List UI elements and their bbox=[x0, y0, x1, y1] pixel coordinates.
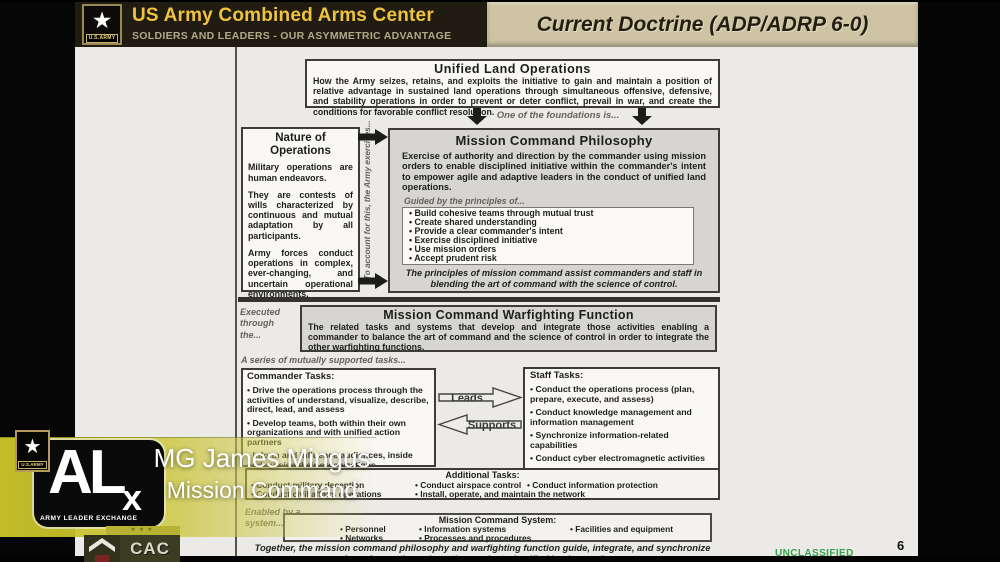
supports-label: Supports bbox=[468, 420, 516, 432]
ulo-title: Unified Land Operations bbox=[434, 62, 591, 76]
right-arrow-icon bbox=[358, 129, 388, 145]
nature-paragraph: Army forces conduct operations in comple… bbox=[248, 247, 353, 299]
nature-title: Nature of Operations bbox=[270, 132, 331, 157]
executed-label: Executed through the... bbox=[240, 307, 281, 340]
army-star-icon: ★ bbox=[91, 7, 113, 33]
mcs-item: Facilities and equipment bbox=[570, 524, 673, 534]
additional-tasks-title: Additional Tasks: bbox=[445, 470, 520, 480]
warfighting-function-box: Mission Command Warfighting Function The… bbox=[300, 305, 717, 352]
series-label: A series of mutually supported tasks... bbox=[241, 355, 406, 365]
top-letterbox bbox=[0, 0, 1000, 2]
nature-of-operations-box: Nature of Operations Military operations… bbox=[241, 127, 360, 299]
ulo-body: How the Army seizes, retains, and exploi… bbox=[313, 76, 712, 117]
bottom-letterbox bbox=[0, 556, 1000, 562]
wff-title: Mission Command Warfighting Function bbox=[383, 308, 634, 322]
army-star-icon: ★ bbox=[23, 436, 42, 458]
vertical-divider bbox=[235, 47, 237, 556]
staff-task-item: Synchronize information-related capabili… bbox=[530, 430, 713, 450]
philosophy-footer-bold: art of command with the science of contr… bbox=[487, 278, 678, 289]
cac-chevron-shield-icon bbox=[84, 535, 120, 562]
alx-x: x bbox=[122, 477, 143, 518]
principle-item: Use mission orders bbox=[409, 244, 693, 254]
mcs-title: Mission Command System: bbox=[438, 515, 557, 525]
section-separator bbox=[238, 297, 720, 302]
staff-task-item: Conduct knowledge management and informa… bbox=[530, 407, 713, 427]
additional-task-item: Install, operate, and maintain the netwo… bbox=[415, 489, 585, 499]
leads-label: Leads bbox=[451, 393, 483, 405]
nature-paragraph: Military operations are human endeavors. bbox=[248, 162, 353, 183]
leads-arrow: Leads bbox=[438, 387, 523, 408]
alx-subtitle: ARMY LEADER EXCHANGE bbox=[40, 515, 138, 522]
speaker-caption: MG James Mingus Mission Command bbox=[150, 444, 374, 504]
down-arrow-icon bbox=[467, 108, 487, 125]
slide: ★ U.S.ARMY US Army Combined Arms Center … bbox=[75, 2, 918, 562]
slide-title-banner: Current Doctrine (ADP/ADRP 6-0) bbox=[487, 2, 918, 47]
right-arrow-icon bbox=[358, 273, 388, 289]
alx-wordmark: AL bbox=[48, 438, 127, 507]
guided-label: Guided by the principles of... bbox=[404, 195, 525, 206]
alx-badge: AL x ARMY LEADER EXCHANGE bbox=[34, 440, 164, 527]
cac-stars: ★★★ bbox=[106, 526, 180, 535]
cac-logo-main: CAC bbox=[84, 535, 180, 562]
staff-tasks-title: Staff Tasks: bbox=[530, 370, 584, 381]
commander-task-item: Drive the operations process through the… bbox=[247, 385, 430, 415]
mcs-item: Networks bbox=[340, 533, 383, 543]
army-logo-label: U.S.ARMY bbox=[18, 461, 47, 469]
principle-item: Exercise disciplined initiative bbox=[409, 235, 693, 245]
org-title: US Army Combined Arms Center bbox=[132, 5, 434, 26]
army-logo: ★ U.S.ARMY bbox=[82, 4, 122, 45]
supports-arrow: Supports bbox=[437, 414, 522, 435]
unified-land-operations-box: Unified Land Operations How the Army sei… bbox=[305, 59, 720, 117]
additional-task-item: Conduct information protection bbox=[527, 480, 658, 490]
header-bar: ★ U.S.ARMY US Army Combined Arms Center … bbox=[75, 2, 918, 47]
mcs-item: Information systems bbox=[419, 524, 506, 534]
commander-tasks-title: Commander Tasks: bbox=[247, 371, 335, 382]
principle-item: Provide a clear commander's intent bbox=[409, 226, 693, 236]
philosophy-box: Mission Command Philosophy Exercise of a… bbox=[388, 128, 720, 293]
wff-body: The related tasks and systems that devel… bbox=[308, 322, 709, 353]
additional-task-item: Conduct airspace control bbox=[415, 480, 521, 490]
philosophy-footer-text: The principles of mission command assist… bbox=[405, 268, 703, 289]
slide-title: Current Doctrine (ADP/ADRP 6-0) bbox=[536, 12, 869, 36]
philosophy-body: Exercise of authority and direction by t… bbox=[402, 151, 706, 193]
army-logo-label: U.S.ARMY bbox=[86, 34, 118, 43]
speaker-name: MG James Mingus bbox=[153, 443, 371, 473]
mcs-item: Processes and procedures bbox=[419, 533, 531, 543]
philosophy-footer: The principles of mission command assist… bbox=[390, 268, 718, 289]
staff-task-item: Conduct the operations process (plan, pr… bbox=[530, 384, 713, 404]
right-letterbox bbox=[918, 0, 1000, 562]
alx-army-logo: ★ U.S.ARMY bbox=[15, 430, 50, 472]
philosophy-title: Mission Command Philosophy bbox=[455, 133, 653, 148]
cac-logo: ★★★ CAC bbox=[84, 526, 180, 562]
org-tagline: SOLDIERS AND LEADERS - OUR ASYMMETRIC AD… bbox=[132, 30, 452, 42]
down-arrow-icon bbox=[632, 108, 652, 125]
nature-paragraph: They are contests of wills characterized… bbox=[248, 189, 353, 241]
account-label-vertical: To account for this, the Army exercises.… bbox=[363, 120, 372, 280]
classification-label: UNCLASSIFIED bbox=[775, 548, 854, 559]
staff-task-item: Conduct cyber electromagnetic activities bbox=[530, 454, 713, 464]
staff-tasks-box: Staff Tasks: Conduct the operations proc… bbox=[523, 367, 720, 470]
principle-item: Create shared understanding bbox=[409, 217, 693, 227]
principle-item: Accept prudent risk bbox=[409, 254, 693, 263]
cac-logo-text: CAC bbox=[130, 538, 170, 558]
foundations-label: One of the foundations is... bbox=[496, 110, 620, 121]
principle-item: Build cohesive teams through mutual trus… bbox=[409, 208, 693, 218]
page-number: 6 bbox=[897, 538, 905, 553]
principles-box: Build cohesive teams through mutual trus… bbox=[402, 206, 694, 266]
speaker-topic: Mission Command bbox=[166, 476, 358, 503]
